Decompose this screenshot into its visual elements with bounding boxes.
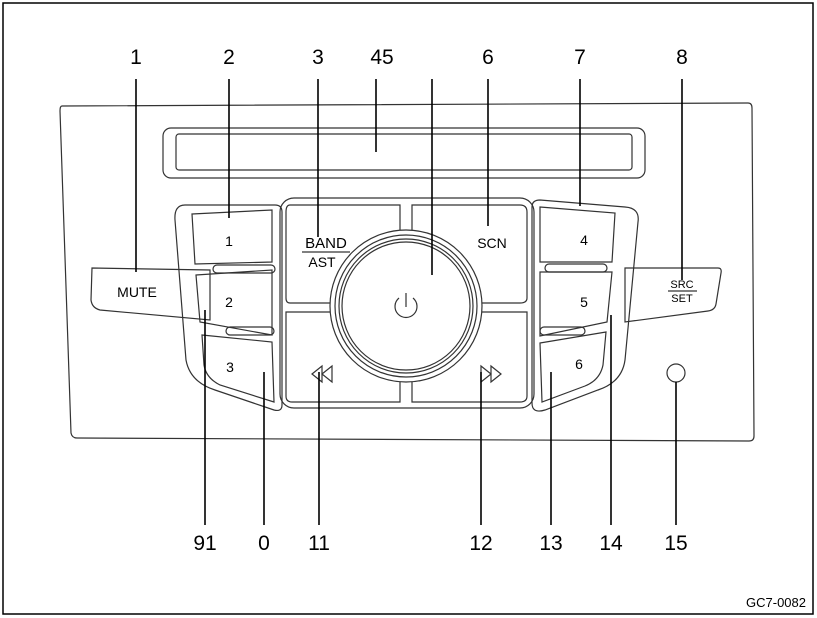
radio-panel: [59, 102, 755, 442]
band-label: BAND: [305, 235, 347, 252]
callout-2: 2: [223, 46, 235, 69]
fast-forward-icon: [480, 364, 502, 384]
ast-label: AST: [308, 254, 336, 270]
callout-45: 45: [370, 46, 393, 69]
mute-label: MUTE: [117, 284, 157, 300]
callout-0: 0: [258, 532, 270, 555]
power-icon: [394, 293, 418, 319]
preset-1-button[interactable]: [191, 209, 273, 265]
scn-label: SCN: [477, 235, 507, 251]
callout-12: 12: [469, 532, 492, 555]
display-window: [175, 133, 633, 171]
rewind-icon: [311, 364, 333, 384]
leader-lines: [135, 79, 683, 525]
figure-code: GC7-0082: [746, 595, 806, 610]
set-label: SET: [671, 293, 693, 305]
power-volume-knob[interactable]: [338, 238, 474, 374]
preset-6-label: 6: [575, 356, 583, 372]
callout-3: 3: [312, 46, 324, 69]
src-label: SRC: [670, 279, 693, 291]
src-set-button[interactable]: [624, 267, 722, 323]
preset-6-button[interactable]: [539, 331, 607, 403]
callout-8: 8: [676, 46, 688, 69]
mute-button[interactable]: [90, 267, 211, 321]
preset-2-button[interactable]: [195, 269, 273, 336]
display-slot: [162, 127, 646, 179]
preset-4-label: 4: [580, 232, 588, 248]
preset-5-label: 5: [580, 294, 588, 310]
callout-1: 1: [130, 46, 142, 69]
callout-14: 14: [599, 532, 623, 555]
callout-6: 6: [482, 46, 494, 69]
center-control-group: [279, 197, 535, 409]
preset-1-label: 1: [225, 233, 233, 249]
reset-hole[interactable]: [666, 363, 686, 383]
callout-13: 13: [539, 532, 562, 555]
preset-3-label: 3: [226, 359, 234, 375]
callout-11: 11: [308, 532, 330, 555]
callout-91: 91: [193, 532, 216, 555]
left-preset-group: [174, 204, 283, 412]
preset-2-label: 2: [225, 294, 233, 310]
callout-15: 15: [664, 532, 687, 555]
callout-7: 7: [574, 46, 586, 69]
preset-4-button[interactable]: [539, 206, 616, 263]
